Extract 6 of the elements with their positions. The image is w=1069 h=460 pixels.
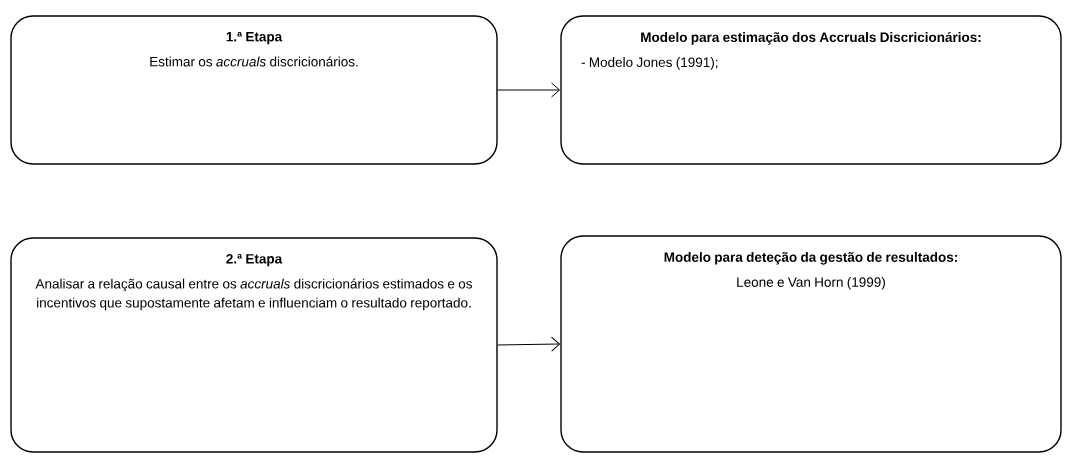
- process-box: Modelo para deteção da gestão de resultados: Leone e Van Horn (1999): [560, 235, 1062, 453]
- arrow: [497, 336, 561, 352]
- arrow: [497, 82, 561, 98]
- process-box: 2.ª Etapa Analisar a relação causal entre os accruals discricionários estimados e os incentivos que supostamente afetam e influenciam o resultado reportado.: [10, 237, 498, 453]
- process-box: Modelo para estimação dos Accruals Discricionários: - Modelo Jones (1991);: [560, 15, 1062, 165]
- process-box: 1.ª Etapa Estimar os accruals discricionários.: [10, 15, 498, 165]
